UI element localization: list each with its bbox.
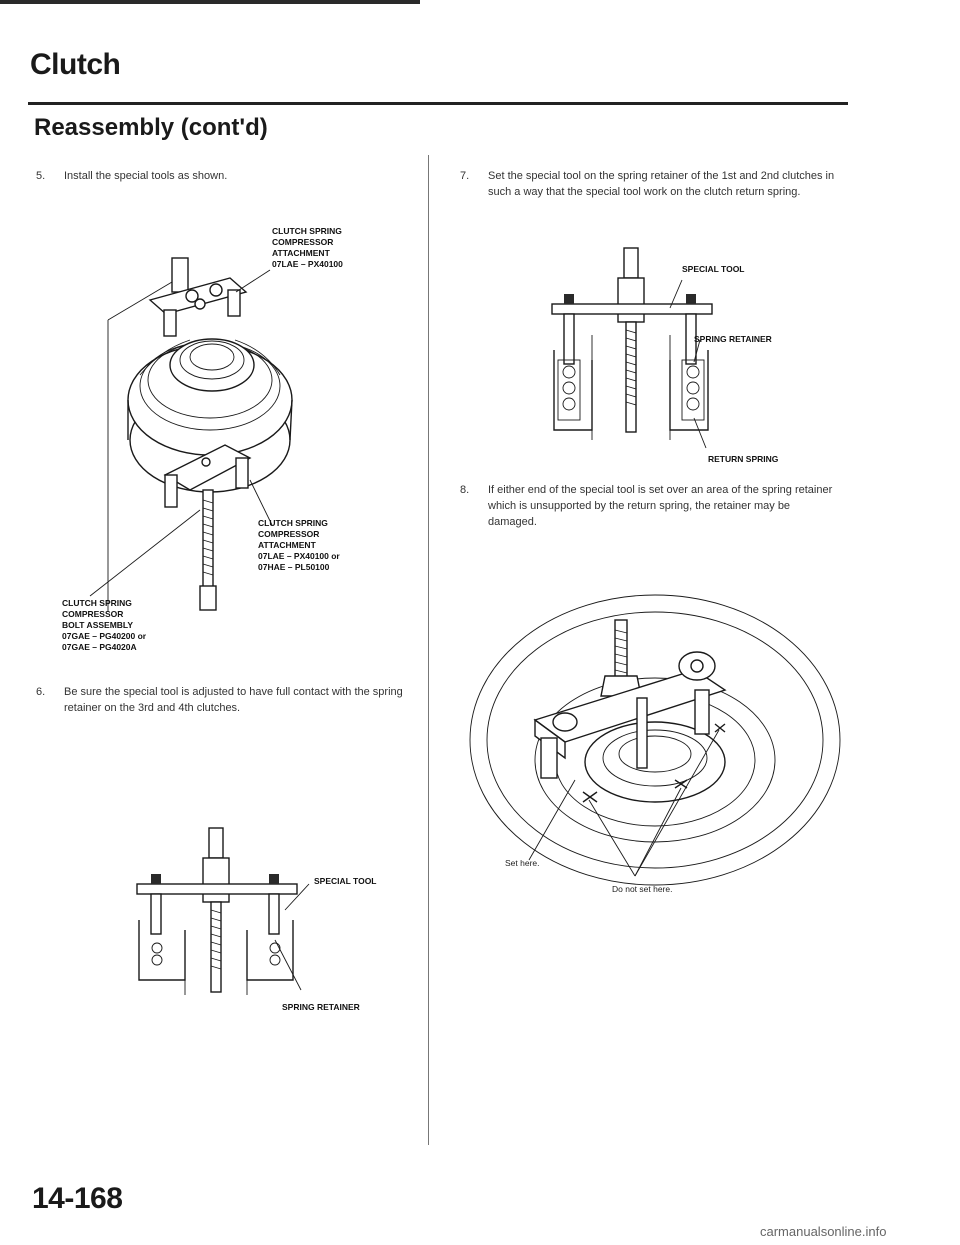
step-number: 8. <box>460 484 470 496</box>
step-text: Install the special tools as shown. <box>64 170 228 182</box>
page-number: 14-168 <box>32 1182 123 1215</box>
step-6: 6. Be sure the special tool is adjusted … <box>36 684 406 716</box>
step-5: 5. Install the special tools as shown. <box>36 168 406 184</box>
top-attachment-drawing <box>148 257 248 337</box>
compressor-assembly-illustration <box>89 257 293 612</box>
label-spring-retainer-a: SPRING RETAINER <box>282 1002 360 1012</box>
step-number: 7. <box>460 170 470 182</box>
step-7: 7. Set the special tool on the spring re… <box>460 168 840 200</box>
step-text: Set the special tool on the spring retai… <box>488 170 835 198</box>
label-attachment-bottom: CLUTCH SPRING COMPRESSOR ATTACHMENT 07LA… <box>258 518 340 572</box>
step-number: 5. <box>36 170 46 182</box>
label-attachment-top: CLUTCH SPRING COMPRESSOR ATTACHMENT 07LA… <box>272 226 343 269</box>
label-return-spring: RETURN SPRING <box>708 454 779 464</box>
label-special-tool-b: SPECIAL TOOL <box>682 264 745 274</box>
label-do-not-set-here: Do not set here. <box>612 884 673 894</box>
step-text: If either end of the special tool is set… <box>488 484 833 528</box>
label-set-here: Set here. <box>505 858 540 868</box>
label-spring-retainer-b: SPRING RETAINER <box>694 334 772 344</box>
label-special-tool-a: SPECIAL TOOL <box>314 876 377 886</box>
title-rule <box>28 102 848 105</box>
label-compressor-bolt: CLUTCH SPRING COMPRESSOR BOLT ASSEMBLY 0… <box>62 598 147 652</box>
tool-cross-section-illustration-b <box>551 247 713 449</box>
watermark: carmanualsonline.info <box>760 1224 887 1239</box>
tool-on-drum-illustration <box>469 594 841 886</box>
column-divider <box>428 155 429 1145</box>
step-8: 8. If either end of the special tool is … <box>460 482 840 530</box>
compressor-bolt-drawing <box>199 489 217 611</box>
bottom-attachment-drawing <box>163 444 252 508</box>
top-rule <box>0 0 420 4</box>
subtitle: Reassembly (cont'd) <box>34 114 268 141</box>
step-text: Be sure the special tool is adjusted to … <box>64 686 403 714</box>
section-title: Clutch <box>30 48 121 81</box>
step-number: 6. <box>36 686 46 698</box>
tool-cross-section-illustration-a <box>136 827 310 995</box>
